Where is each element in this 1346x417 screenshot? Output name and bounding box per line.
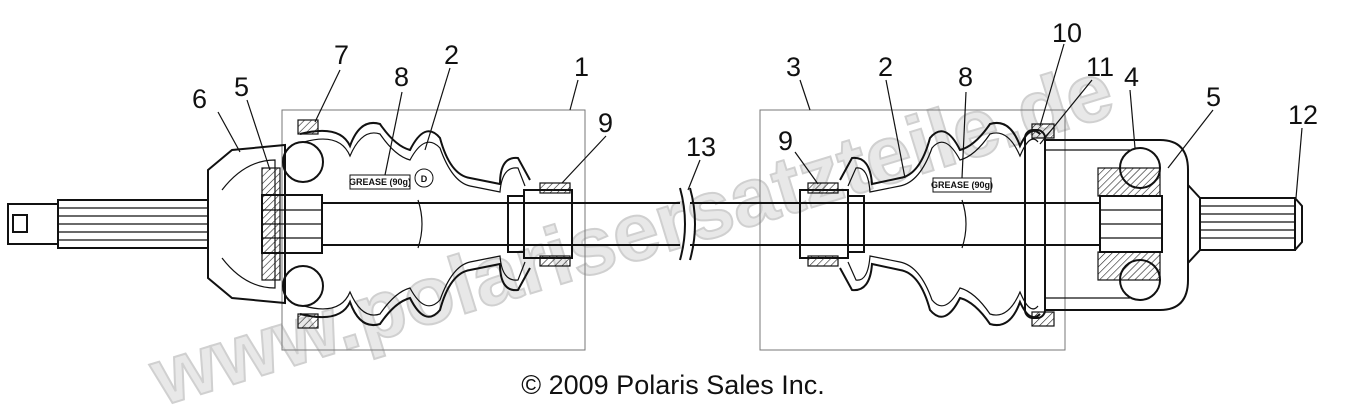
leader-lines (217, 43, 1303, 199)
callout-6: 6 (192, 84, 207, 114)
assembly-box-1 (281, 109, 586, 351)
axle-shaft (322, 187, 1100, 261)
grease-label-left: GREASE (90g) (349, 174, 411, 190)
callout-10: 10 (1052, 18, 1082, 48)
right-boot (839, 122, 1041, 326)
callout-5: 5 (234, 72, 249, 102)
callout-9: 9 (598, 108, 613, 138)
left-boot (299, 122, 531, 326)
right-cv-balls (1119, 147, 1161, 301)
left-cv-balls (282, 141, 324, 307)
watermark: www.polarisersatzteile.de (140, 44, 1123, 417)
d-mark: D (414, 168, 434, 188)
svg-text:D: D (421, 174, 428, 184)
outer-cv-housing (207, 143, 323, 305)
callout-11: 11 (1086, 52, 1114, 82)
left-collar (507, 182, 573, 267)
callout-2: 2 (878, 52, 893, 82)
callout-7: 7 (334, 40, 349, 70)
callout-12: 12 (1288, 100, 1318, 130)
right-boot-clamps (1031, 123, 1055, 327)
callout-4: 4 (1124, 62, 1139, 92)
callout-13: 13 (686, 132, 716, 162)
callout-8: 8 (958, 62, 973, 92)
callout-5: 5 (1206, 82, 1221, 112)
callout-8: 8 (394, 62, 409, 92)
copyright-notice: © 2009 Polaris Sales Inc. (521, 370, 825, 400)
left-stub-shaft (7, 199, 209, 249)
right-collar (799, 182, 865, 267)
assembly-box-3 (759, 109, 1066, 351)
inner-cv-housing (1024, 129, 1189, 319)
callout-1: 1 (574, 52, 589, 82)
svg-text:GREASE (90g): GREASE (90g) (349, 177, 411, 187)
right-stub-shaft (1187, 184, 1303, 264)
svg-text:GREASE (90g): GREASE (90g) (931, 180, 993, 190)
callout-3: 3 (786, 52, 801, 82)
callout-9: 9 (778, 126, 793, 156)
grease-label-right: GREASE (90g) (931, 177, 993, 193)
callout-2: 2 (444, 40, 459, 70)
